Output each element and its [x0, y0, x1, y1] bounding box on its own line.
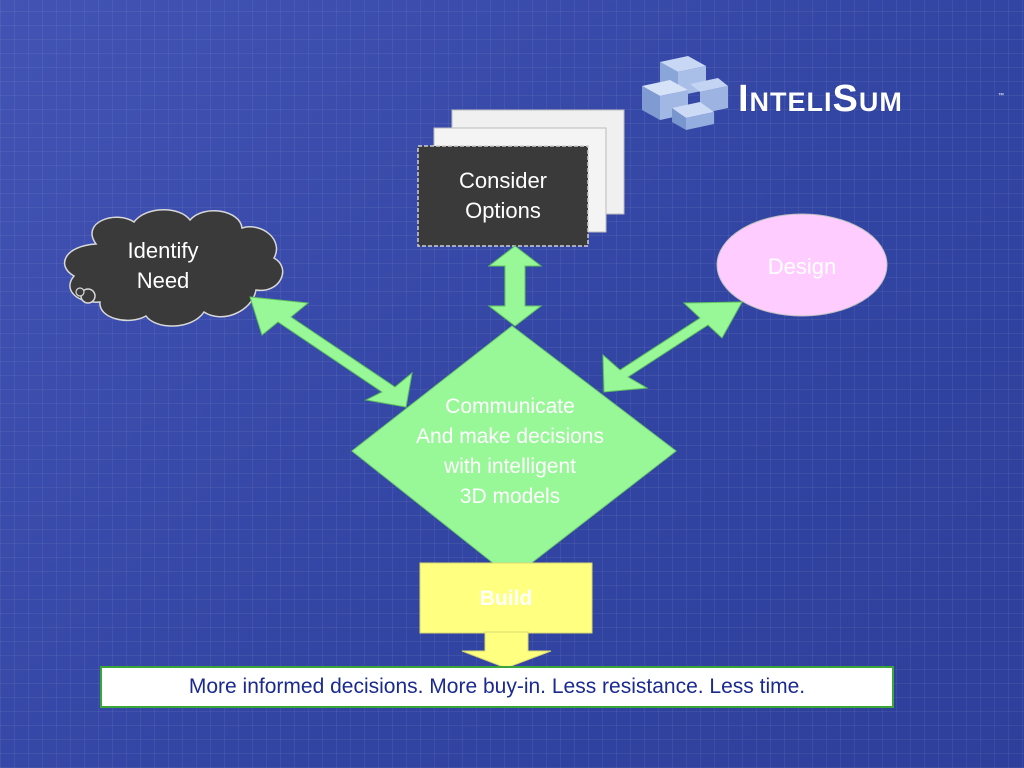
communicate-line-1: Communicate [445, 395, 575, 418]
identify-need-cloud [63, 209, 284, 327]
arrow-build-down [461, 631, 552, 669]
summary-box: More informed decisions. More buy-in. Le… [100, 666, 894, 708]
identify-need-label: Identify Need [92, 236, 234, 296]
identify-need-line-2: Need [136, 268, 190, 293]
build-box [419, 562, 593, 634]
arrow-design-to-communicate [602, 301, 743, 393]
consider-options-line-2: Options [465, 198, 541, 223]
communicate-line-2: And make decisions [416, 425, 604, 448]
arrow-identify-to-communicate [249, 296, 413, 408]
arrow-options-to-communicate [487, 245, 543, 327]
brand-name: InteliSum [738, 78, 903, 120]
communicate-line-3: with intelligent [444, 455, 576, 478]
summary-text: More informed decisions. More buy-in. Le… [188, 675, 806, 698]
trademark-mark: ™ [998, 93, 1004, 99]
consider-options-label: Consider Options [418, 166, 588, 226]
build-label: Build [479, 587, 533, 610]
communicate-label: Communicate And make decisions with inte… [380, 392, 640, 512]
stacked-cubes-icon [642, 56, 728, 130]
identify-need-line-1: Identify [127, 238, 199, 263]
consider-options-card [417, 145, 589, 247]
communicate-line-4: 3D models [459, 485, 561, 508]
design-label: Design [767, 254, 837, 279]
design-ellipse [716, 213, 888, 317]
consider-options-line-1: Consider [458, 168, 548, 193]
